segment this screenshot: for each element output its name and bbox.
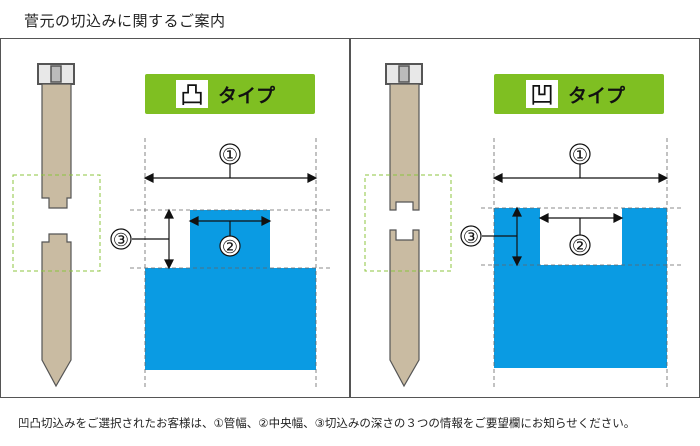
strap-illustration (364, 63, 452, 388)
center-width-arrow (188, 216, 272, 236)
page-title: 菅元の切込みに関するご案内 (24, 12, 226, 30)
convex-shape (145, 210, 316, 370)
callout-3-label: ③ (113, 230, 129, 251)
concave-diagram: 凹 タイプ ① ② (364, 63, 681, 388)
callout-2-label: ② (222, 237, 238, 258)
callout-2-circle (569, 234, 591, 256)
callout-2-circle (219, 235, 241, 257)
guide-lines (481, 138, 681, 388)
convex-symbol-icon: 凸 (180, 81, 204, 109)
depth-arrow (132, 208, 174, 270)
type-label-text: タイプ (568, 84, 626, 107)
type-label-text: タイプ (218, 84, 276, 107)
convex-type-panel: 凸 タイプ ① ② (0, 38, 349, 398)
callout-3-label: ③ (463, 227, 479, 248)
center-width-arrow (538, 213, 624, 235)
cut-highlight-box (12, 174, 101, 272)
strap-upper-segment (41, 83, 72, 209)
callout-2-label: ② (572, 236, 588, 257)
footer-note: 凹凸切込みをご選択されたお客様は、①管幅、②中央幅、③切込みの深さの３つの情報を… (18, 416, 636, 430)
callout-1-circle (569, 143, 591, 165)
type-symbol-bg (176, 80, 208, 108)
strap-lower-segment (41, 233, 72, 388)
type-symbol-bg (526, 80, 558, 108)
full-width-arrow (143, 164, 318, 183)
strap-upper-segment (389, 83, 420, 211)
full-width-arrow (492, 164, 669, 183)
concave-shape (494, 208, 667, 368)
callout-1-label: ① (572, 145, 588, 166)
callout-1-circle (219, 143, 241, 165)
callout-1-label: ① (222, 145, 238, 166)
callout-3-circle (110, 228, 132, 250)
strap-lower-segment (389, 229, 420, 388)
concave-symbol-icon: 凹 (530, 81, 554, 109)
panel-divider (349, 38, 351, 398)
concave-type-panel: 凹 タイプ ① ② (351, 38, 700, 398)
depth-arrow (482, 206, 522, 267)
cut-highlight-box (364, 174, 452, 272)
guide-lines (130, 138, 330, 388)
strap-illustration (12, 63, 101, 388)
convex-diagram: 凸 タイプ ① ② (12, 63, 330, 388)
callout-3-circle (460, 225, 482, 247)
